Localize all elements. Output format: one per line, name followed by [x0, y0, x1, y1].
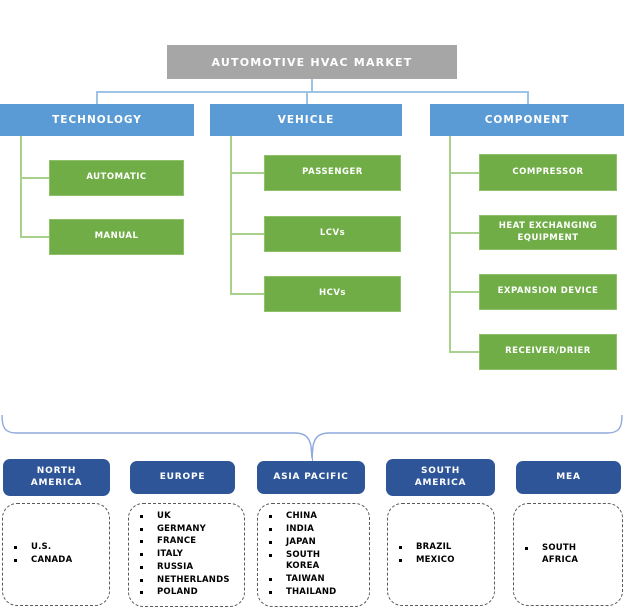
connector-lcvs: [230, 233, 264, 235]
region-list-asia-pacific: CHINA INDIA JAPAN SOUTH KOREA TAIWAN THA…: [257, 503, 370, 607]
leaf-label: HEAT EXCHANGING EQUIPMENT: [498, 221, 598, 243]
list-item: UK: [140, 511, 240, 523]
leaf-hcvs: HCVs: [264, 276, 401, 312]
region-label: EUROPE: [159, 471, 206, 482]
region-label: MEA: [556, 471, 581, 482]
list-item: ITALY: [140, 549, 240, 561]
bullet-icon: [14, 546, 17, 550]
connector-passenger: [230, 172, 264, 174]
bullet-icon: [140, 578, 143, 582]
connector-component-stub: [527, 91, 529, 104]
region-list-mea: SOUTH AFRICA: [513, 503, 623, 606]
bullet-icon: [525, 546, 528, 550]
connector-branches-horizontal: [96, 91, 527, 93]
connector-compressor: [449, 172, 479, 174]
bullet-icon: [140, 553, 143, 557]
list-item: THAILAND: [269, 587, 365, 599]
region-list-south-america: BRAZIL MEXICO: [387, 503, 495, 606]
list-item: SOUTH KOREA: [269, 550, 365, 574]
leaf-label: EXPANSION DEVICE: [497, 286, 599, 297]
list-item: CHINA: [269, 511, 365, 523]
connector-component-trunk: [449, 136, 451, 352]
connector-vehicle-trunk: [230, 136, 232, 294]
connector-automatic: [20, 177, 49, 179]
connector-manual: [20, 236, 49, 238]
leaf-expansion-device: EXPANSION DEVICE: [479, 274, 617, 310]
connector-heat-exchanging: [449, 232, 479, 234]
bullet-icon: [269, 528, 272, 531]
list-item: MEXICO: [399, 555, 490, 567]
list-item: FRANCE: [140, 536, 240, 548]
leaf-receiver-drier: RECEIVER/DRIER: [479, 334, 617, 370]
brace-connector: [1, 414, 623, 459]
list-item: INDIA: [269, 524, 365, 536]
bullet-icon: [140, 540, 143, 544]
list-item: CANADA: [14, 555, 105, 567]
list-item: BRAZIL: [399, 542, 490, 554]
branch-header-component: COMPONENT: [430, 104, 624, 136]
leaf-label: LCVs: [319, 228, 346, 239]
bullet-icon: [140, 591, 143, 595]
region-label: NORTH AMERICA: [30, 465, 83, 488]
branch-header-technology: TECHNOLOGY: [0, 104, 194, 136]
branch-label: VEHICLE: [277, 114, 335, 126]
region-label: ASIA PACIFIC: [273, 471, 349, 482]
branch-label: COMPONENT: [484, 114, 570, 126]
root-label: AUTOMOTIVE HVAC MARKET: [211, 55, 413, 69]
bullet-icon: [140, 527, 143, 531]
bullet-icon: [399, 559, 402, 562]
leaf-lcvs: LCVs: [264, 216, 401, 252]
list-item: JAPAN: [269, 537, 365, 549]
leaf-label: MANUAL: [94, 231, 139, 242]
bullet-icon: [269, 590, 272, 594]
bullet-icon: [269, 515, 272, 519]
list-item: SOUTH AFRICA: [525, 543, 618, 567]
bullet-icon: [269, 553, 272, 557]
connector-hcvs: [230, 293, 264, 295]
bullet-icon: [140, 565, 143, 569]
region-label: SOUTH AMERICA: [414, 465, 467, 488]
bullet-icon: [140, 514, 143, 518]
bullet-icon: [399, 546, 402, 550]
connector-receiver: [449, 351, 479, 353]
leaf-automatic: AUTOMATIC: [49, 160, 184, 196]
region-header-asia-pacific: ASIA PACIFIC: [257, 461, 365, 494]
leaf-label: AUTOMATIC: [86, 172, 147, 183]
connector-brace-stub: [311, 456, 313, 462]
region-list-europe: UK GERMANY FRANCE ITALY RUSSIA NETHERLAN…: [128, 503, 245, 607]
branch-header-vehicle: VEHICLE: [210, 104, 402, 136]
leaf-heat-exchanging-equipment: HEAT EXCHANGING EQUIPMENT: [479, 215, 617, 250]
region-header-north-america: NORTH AMERICA: [3, 459, 110, 496]
leaf-label: RECEIVER/DRIER: [505, 346, 591, 357]
leaf-manual: MANUAL: [49, 219, 184, 255]
connector-technology-trunk: [20, 136, 22, 237]
list-item: U.S.: [14, 542, 105, 554]
list-item: POLAND: [140, 587, 240, 599]
leaf-compressor: COMPRESSOR: [479, 154, 617, 191]
connector-root-vertical: [311, 79, 313, 91]
list-item: RUSSIA: [140, 562, 240, 574]
bullet-icon: [269, 578, 272, 582]
leaf-label: HCVs: [319, 288, 346, 299]
connector-vehicle-stub: [306, 91, 308, 104]
root-node: AUTOMOTIVE HVAC MARKET: [167, 45, 457, 79]
leaf-passenger: PASSENGER: [264, 155, 401, 191]
bullet-icon: [14, 559, 17, 562]
list-item: TAIWAN: [269, 574, 365, 586]
list-item: NETHERLANDS: [140, 575, 240, 587]
region-list-north-america: U.S. CANADA: [2, 503, 110, 606]
list-item: GERMANY: [140, 524, 240, 536]
region-header-mea: MEA: [516, 461, 621, 494]
connector-expansion: [449, 291, 479, 293]
leaf-label: PASSENGER: [302, 167, 363, 178]
region-header-south-america: SOUTH AMERICA: [386, 459, 495, 496]
region-header-europe: EUROPE: [130, 461, 235, 494]
branch-label: TECHNOLOGY: [52, 114, 142, 126]
bullet-icon: [269, 540, 272, 544]
leaf-label: COMPRESSOR: [512, 166, 584, 177]
connector-technology-stub: [96, 91, 98, 104]
